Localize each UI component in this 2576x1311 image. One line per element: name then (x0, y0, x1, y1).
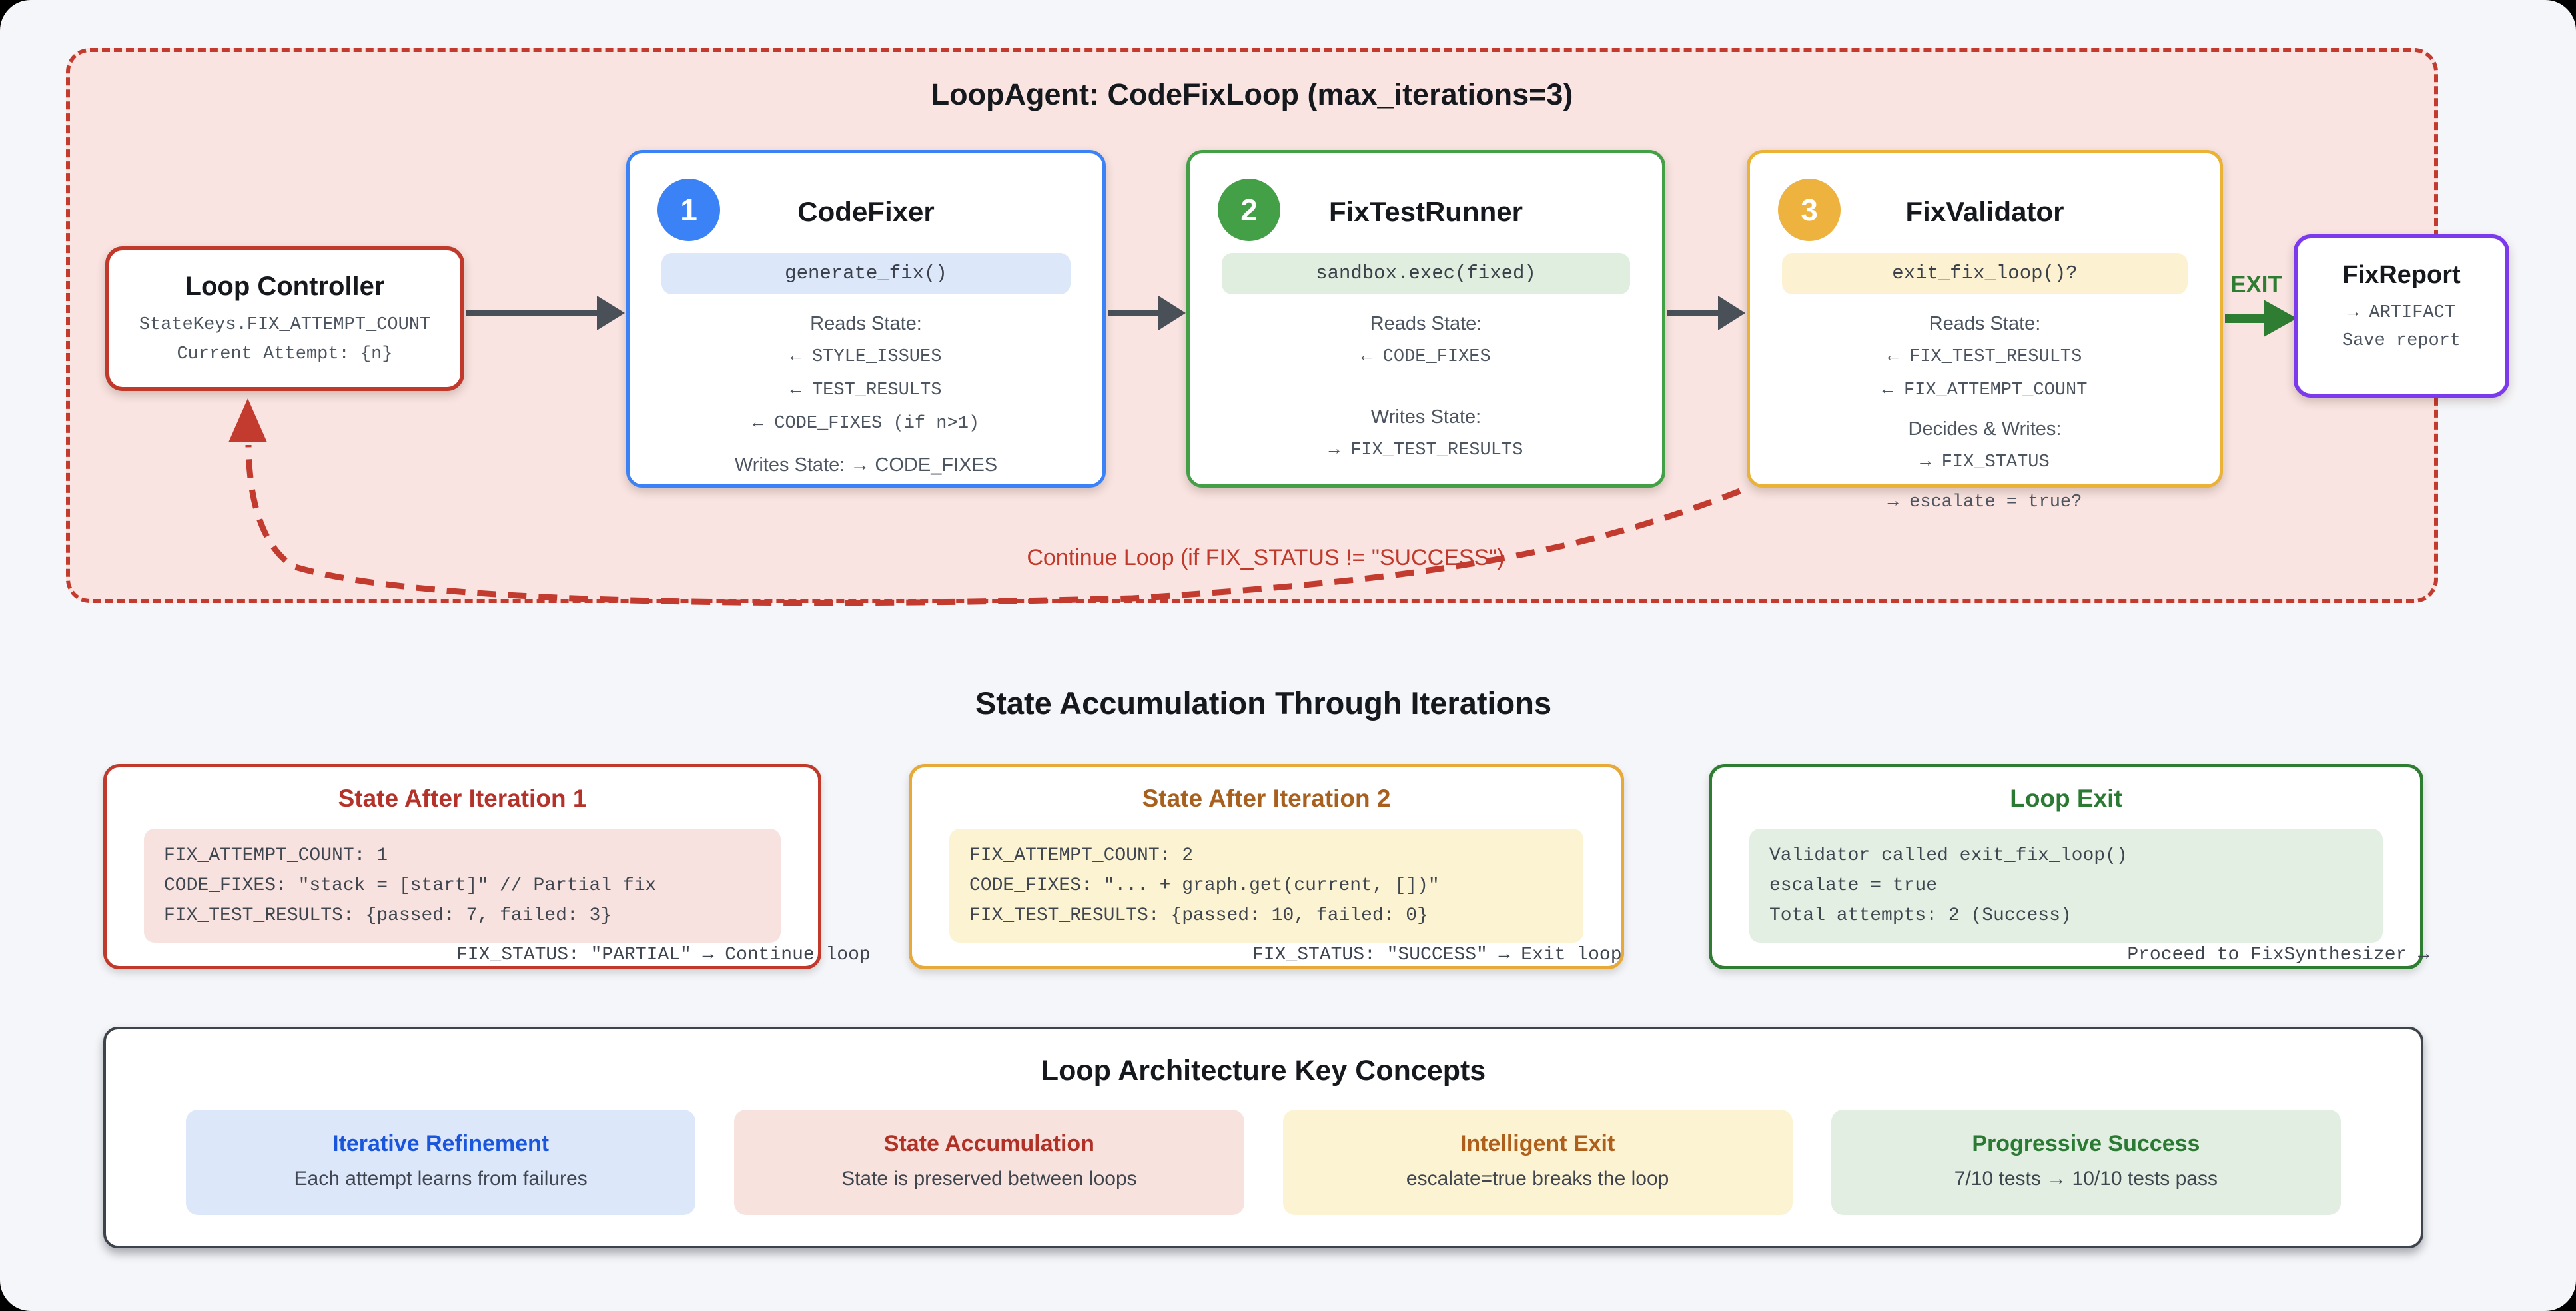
state-iteration-2-title: State After Iteration 2 (1142, 785, 1391, 812)
state-iteration-2-status-line: FIX_STATUS: "SUCCESS" → Exit loop (1252, 945, 1622, 965)
fixreport-node: FixReport → ARTIFACT Save report (2294, 234, 2509, 398)
code-line: CODE_FIXES: "... + graph.get(current, []… (969, 875, 1440, 896)
fixvalidator-reads-item: ← FIX_ATTEMPT_COUNT (1882, 380, 2088, 400)
fixtestrunner-reads-item: ← CODE_FIXES (1361, 347, 1491, 367)
fixvalidator-writes-title: Decides & Writes: (1908, 418, 2062, 440)
loop-container-title: LoopAgent: CodeFixLoop (max_iterations=3… (931, 77, 1573, 111)
continue-loop-label: Continue Loop (if FIX_STATUS != "SUCCESS… (1027, 545, 1505, 570)
step-1-badge: 1 (657, 179, 720, 241)
fixreport-artifact-line: → ARTIFACT (2347, 303, 2456, 323)
codefixer-node: 1 CodeFixer generate_fix() Reads State: … (626, 150, 1106, 488)
step-2-badge: 2 (1218, 179, 1280, 241)
fixvalidator-function-pill: exit_fix_loop()? (1782, 253, 2188, 294)
key-concepts-row: Iterative Refinement Each attempt learns… (186, 1110, 2341, 1215)
codefixer-function-pill: generate_fix() (661, 253, 1071, 294)
fixvalidator-node: 3 FixValidator exit_fix_loop()? Reads St… (1747, 150, 2223, 512)
fixvalidator-reads-item: ← FIX_TEST_RESULTS (1887, 347, 2082, 367)
fixvalidator-writes-item: → FIX_STATUS (1920, 452, 2050, 472)
fixvalidator-title: FixValidator (1905, 196, 2064, 227)
fixvalidator-escalate-item: → escalate = true? (1887, 492, 2082, 512)
concept-iterative-refinement: Iterative Refinement Each attempt learns… (186, 1110, 696, 1215)
concept-desc: State is preserved between loops (841, 1168, 1137, 1190)
state-iteration-1-card: State After Iteration 1 FIX_ATTEMPT_COUN… (103, 764, 871, 969)
fixtestrunner-writes-title: Writes State: (1370, 406, 1482, 428)
code-line: FIX_ATTEMPT_COUNT: 2 (969, 845, 1194, 866)
state-iteration-1-status-line: FIX_STATUS: "PARTIAL" → Continue loop (456, 945, 871, 965)
code-line: FIX_TEST_RESULTS: {passed: 7, failed: 3} (164, 905, 612, 926)
concept-title: Intelligent Exit (1460, 1131, 1615, 1156)
loop-controller-statekey: StateKeys.FIX_ATTEMPT_COUNT (139, 315, 431, 335)
codefixer-title: CodeFixer (797, 196, 935, 227)
concept-intelligent-exit: Intelligent Exit escalate=true breaks th… (1282, 1110, 1793, 1215)
loop-exit-proceed-line: Proceed to FixSynthesizer → (2127, 945, 2429, 965)
code-line: escalate = true (1769, 875, 1938, 896)
codefixer-reads-item: ← TEST_RESULTS (790, 380, 942, 400)
state-iteration-1-title: State After Iteration 1 (338, 785, 587, 812)
concept-desc: 7/10 tests → 10/10 tests pass (1954, 1168, 2218, 1190)
loop-controller-node: Loop Controller StateKeys.FIX_ATTEMPT_CO… (105, 246, 464, 391)
state-iteration-2-code: FIX_ATTEMPT_COUNT: 2 CODE_FIXES: "... + … (949, 829, 1583, 943)
loop-controller-title: Loop Controller (185, 272, 385, 301)
code-line: FIX_TEST_RESULTS: {passed: 10, failed: 0… (969, 905, 1428, 926)
key-concepts-card: Loop Architecture Key Concepts Iterative… (103, 1027, 2423, 1248)
exit-label: EXIT (2230, 272, 2282, 298)
concept-progressive-success: Progressive Success 7/10 tests → 10/10 t… (1831, 1110, 2341, 1215)
codefixer-writes-line: Writes State: → CODE_FIXES (734, 454, 998, 476)
concept-desc: escalate=true breaks the loop (1406, 1168, 1669, 1190)
code-line: Total attempts: 2 (Success) (1769, 905, 2072, 926)
codefixer-reads-title: Reads State: (810, 313, 922, 334)
step-3-badge: 3 (1778, 179, 1841, 241)
fixtestrunner-function-pill: sandbox.exec(fixed) (1222, 253, 1630, 294)
code-line: CODE_FIXES: "stack = [start]" // Partial… (164, 875, 657, 896)
concept-title: Iterative Refinement (332, 1131, 550, 1156)
fixreport-title: FixReport (2342, 261, 2461, 289)
loop-exit-title: Loop Exit (2010, 785, 2122, 812)
concept-desc: Each attempt learns from failures (294, 1168, 588, 1190)
state-section-title: State Accumulation Through Iterations (975, 685, 1552, 721)
concept-state-accumulation: State Accumulation State is preserved be… (734, 1110, 1244, 1215)
concept-title: State Accumulation (883, 1131, 1094, 1156)
loop-exit-code: Validator called exit_fix_loop() escalat… (1749, 829, 2383, 943)
fixtestrunner-node: 2 FixTestRunner sandbox.exec(fixed) Read… (1186, 150, 1665, 488)
fixreport-save-line: Save report (2342, 331, 2461, 351)
code-line: Validator called exit_fix_loop() (1769, 845, 2128, 866)
fixtestrunner-writes-item: → FIX_TEST_RESULTS (1328, 440, 1523, 460)
fixtestrunner-title: FixTestRunner (1329, 196, 1523, 227)
key-concepts-title: Loop Architecture Key Concepts (1041, 1055, 1486, 1087)
code-line: FIX_ATTEMPT_COUNT: 1 (164, 845, 388, 866)
loop-controller-attempt: Current Attempt: {n} (177, 344, 393, 364)
fixvalidator-reads-title: Reads State: (1929, 313, 2041, 334)
codefixer-reads-item: ← CODE_FIXES (if n>1) (752, 414, 980, 434)
fixtestrunner-reads-title: Reads State: (1370, 313, 1482, 334)
loop-exit-card: Loop Exit Validator called exit_fix_loop… (1709, 764, 2429, 969)
concept-title: Progressive Success (1972, 1131, 2200, 1156)
state-iteration-1-code: FIX_ATTEMPT_COUNT: 1 CODE_FIXES: "stack … (144, 829, 781, 943)
state-iteration-2-card: State After Iteration 2 FIX_ATTEMPT_COUN… (909, 764, 1624, 969)
codefixer-reads-item: ← STYLE_ISSUES (790, 347, 942, 367)
